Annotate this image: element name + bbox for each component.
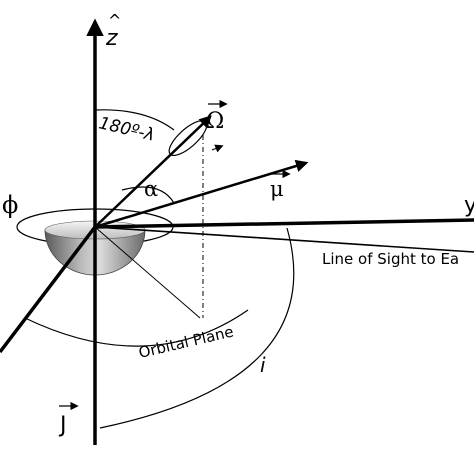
omega-vector	[94, 115, 212, 228]
right-edge-axis-label: y	[464, 193, 474, 218]
z-axis-label: ^ z	[105, 11, 121, 51]
omega-label: Ω	[206, 99, 228, 134]
inclination-arc	[99, 227, 295, 429]
angle-label-180-minus-lambda: 180º-λ	[97, 113, 157, 145]
rotation-loop	[168, 120, 208, 156]
alpha-label: α	[144, 177, 158, 201]
j-axis-label: J	[58, 401, 79, 438]
y-axis	[94, 218, 474, 229]
line-of-sight-label: Line of Sight to Ea	[322, 250, 459, 268]
orbital-plane-label: Orbital Plane	[137, 323, 235, 362]
inclination-label: i	[260, 353, 266, 377]
angle-arc-alpha	[121, 186, 175, 204]
svg-text:^: ^	[108, 11, 121, 30]
svg-text:J: J	[58, 413, 67, 438]
phi-label: ϕ	[2, 191, 18, 219]
x-axis	[0, 225, 97, 354]
line-of-sight-line	[94, 226, 474, 253]
projection-line-orbital-plane	[94, 226, 201, 319]
svg-text:z: z	[105, 26, 118, 51]
rotation-arrow-icon	[211, 144, 224, 153]
angle-arc-180-minus-lambda	[94, 109, 175, 131]
mu-vector	[94, 159, 309, 229]
mu-label: μ	[270, 169, 291, 201]
svg-text:Ω: Ω	[206, 109, 224, 134]
orbital-plane-arc	[24, 309, 249, 347]
svg-text:μ: μ	[270, 177, 284, 201]
